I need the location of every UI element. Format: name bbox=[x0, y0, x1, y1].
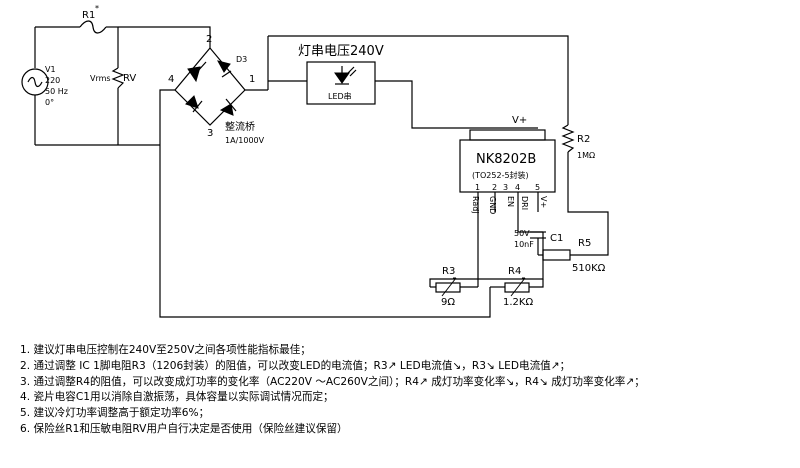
note-item: 2. 通过调整 IC 1脚电阻R3（1206封装）的阻值，可以改变LED的电流值… bbox=[20, 359, 571, 372]
ic-pin-en: EN bbox=[506, 196, 515, 207]
input-wiring bbox=[34, 26, 491, 318]
r5-value: 510KΩ bbox=[572, 263, 606, 274]
ic-pin-radj: Radj bbox=[471, 196, 480, 214]
note-item: 1. 建议灯串电压控制在240V至250V之间各项性能指标最佳； bbox=[20, 344, 311, 356]
ic-vplus-top: V+ bbox=[512, 115, 527, 126]
ic-pin-5-num: 5 bbox=[535, 183, 540, 192]
r2-label: R2 bbox=[577, 134, 590, 145]
rv-label: RV bbox=[123, 73, 136, 84]
ic-pin-dri: DRI bbox=[520, 196, 529, 210]
resistor-r5: R5 510KΩ bbox=[542, 238, 606, 274]
c1-value: 10nF bbox=[514, 240, 534, 249]
r1-label: R1 bbox=[82, 10, 95, 21]
v1-frequency: 50 Hz bbox=[45, 87, 68, 96]
r2-value: 1MΩ bbox=[577, 151, 595, 160]
ic-name: NK8202B bbox=[476, 152, 536, 167]
ic-pin-3-num: 3 bbox=[503, 183, 508, 192]
dc-wiring bbox=[245, 35, 609, 288]
r5-label: R5 bbox=[578, 238, 591, 249]
bridge-pin-1: 1 bbox=[249, 74, 255, 85]
r1-mark: * bbox=[95, 4, 99, 13]
c1-label: C1 bbox=[550, 233, 563, 244]
resistor-r3: R3 9Ω bbox=[430, 266, 479, 308]
bridge-pin-3: 3 bbox=[207, 128, 213, 139]
fuse-r1: R1 * bbox=[79, 4, 107, 34]
bridge-rectifier: 2 4 1 3 D3 整流桥 1A/1000V bbox=[168, 34, 265, 145]
ic-pin-4-num: 4 bbox=[515, 183, 520, 192]
note-item: 6. 保险丝R1和压敏电阻RV用户自行决定是否使用（保险丝建议保留） bbox=[20, 422, 348, 435]
capacitor-c1: 50V 10nF C1 bbox=[514, 229, 563, 255]
v1-voltage: 220 bbox=[45, 76, 60, 85]
led-string-title: 灯串电压240V bbox=[298, 44, 384, 59]
bridge-d3-label: D3 bbox=[236, 55, 247, 64]
ic-pin-2-num: 2 bbox=[492, 183, 497, 192]
ic-nk8202b: V+ NK8202B (TO252-5封装) 1 2 3 4 5 Radj GN… bbox=[459, 115, 556, 214]
r4-value: 1.2KΩ bbox=[503, 297, 533, 308]
v1-label: V1 bbox=[45, 65, 56, 74]
led-box-label: LED串 bbox=[328, 92, 352, 101]
circuit-schematic: R1 * V1 220 50 Hz 0° Vrms RV 2 4 1 3 D3 … bbox=[21, 4, 609, 318]
bridge-pin-2: 2 bbox=[206, 34, 212, 45]
ac-source-v1: V1 220 50 Hz 0° bbox=[21, 65, 68, 107]
bridge-name: 整流桥 bbox=[225, 120, 255, 133]
resistor-r4: R4 1.2KΩ bbox=[503, 266, 544, 308]
note-item: 3. 通过调整R4的阻值，可以改变成灯功率的变化率（AC220V ～AC260V… bbox=[20, 375, 645, 388]
r3-label: R3 bbox=[442, 266, 455, 277]
note-item: 5. 建议冷灯功率调整高于额定功率6%； bbox=[20, 407, 210, 420]
c1-voltage: 50V bbox=[514, 229, 530, 238]
vrms-label: Vrms bbox=[90, 74, 111, 83]
r4-label: R4 bbox=[508, 266, 521, 277]
led-string: 灯串电压240V LED串 bbox=[298, 44, 384, 105]
bridge-pin-4: 4 bbox=[168, 74, 174, 85]
ic-pin-gnd: GND bbox=[488, 196, 497, 214]
bridge-rating: 1A/1000V bbox=[225, 136, 265, 145]
varistor-rv: Vrms RV bbox=[90, 67, 136, 89]
design-notes: 1. 建议灯串电压控制在240V至250V之间各项性能指标最佳； 2. 通过调整… bbox=[20, 343, 790, 438]
ic-package: (TO252-5封装) bbox=[472, 170, 529, 180]
ic-pin-vplus: V+ bbox=[539, 196, 548, 208]
v1-phase: 0° bbox=[45, 98, 54, 107]
ic-pin-1-num: 1 bbox=[475, 183, 480, 192]
note-item: 4. 瓷片电容C1用以消除自激振荡，具体容量以实际调试情况而定； bbox=[20, 391, 334, 404]
resistor-r2: R2 1MΩ bbox=[561, 124, 595, 160]
r3-value: 9Ω bbox=[441, 297, 455, 308]
